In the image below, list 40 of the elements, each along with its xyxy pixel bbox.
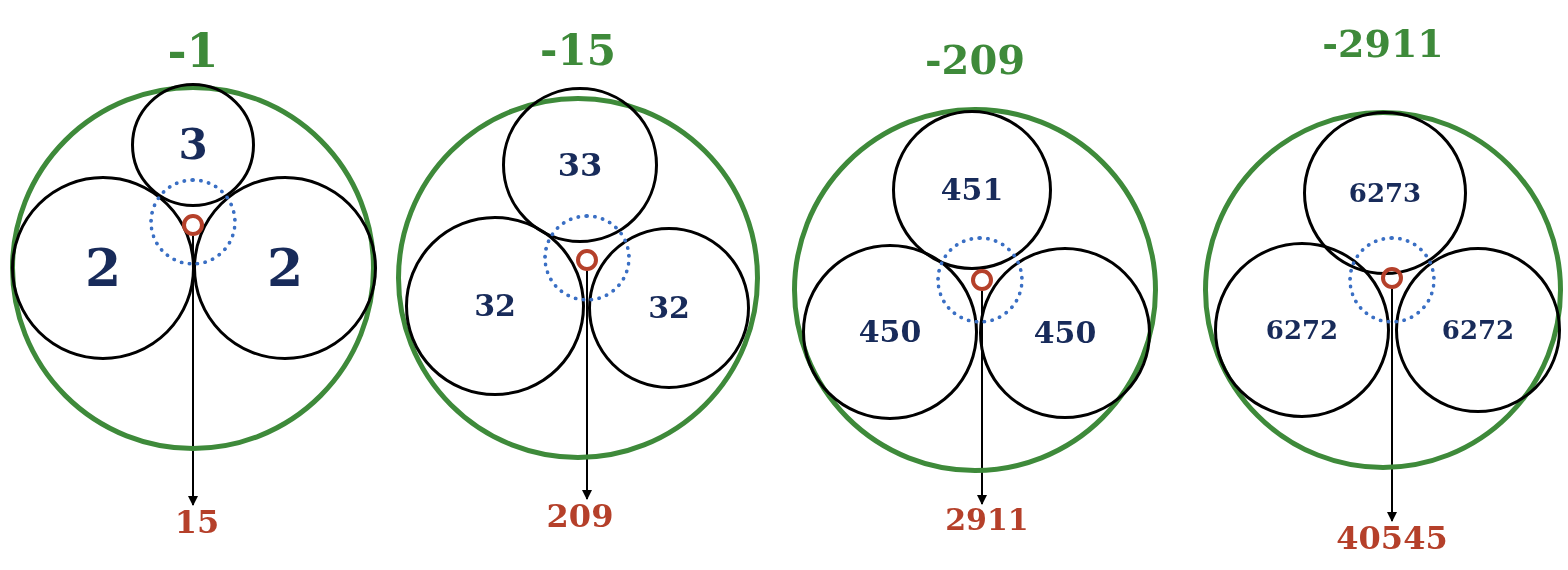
small-circle <box>576 249 598 271</box>
result-number: 15 <box>174 506 220 538</box>
circle-number: 2 <box>84 242 122 294</box>
small-circle <box>971 269 993 291</box>
result-number: 209 <box>546 500 614 532</box>
arrow <box>582 270 592 500</box>
circle-number: 3 <box>178 124 208 166</box>
circle <box>588 227 750 389</box>
circle <box>1214 242 1390 418</box>
circle <box>892 110 1052 270</box>
heading-number: -15 <box>540 30 616 72</box>
heading-number: -1 <box>167 28 219 74</box>
circle-number: 450 <box>1033 318 1097 348</box>
circle <box>802 244 978 420</box>
circle-number: 6272 <box>1265 317 1339 343</box>
arrow <box>977 290 987 505</box>
circle-number: 6272 <box>1441 317 1515 343</box>
circle-number: 2 <box>266 242 304 294</box>
arrow <box>188 235 198 506</box>
small-circle <box>182 214 204 236</box>
circle <box>131 83 255 207</box>
circle <box>1303 111 1467 275</box>
circle <box>193 176 377 360</box>
result-number: 40545 <box>1336 522 1448 554</box>
circle-number: 451 <box>940 175 1004 205</box>
heading-number: -209 <box>924 40 1026 80</box>
circle <box>1395 247 1561 413</box>
circle <box>502 87 658 243</box>
circle <box>979 247 1151 419</box>
circle <box>405 216 585 396</box>
circle-number: 450 <box>858 317 922 347</box>
circle-number: 33 <box>557 149 603 181</box>
circle-number: 32 <box>648 293 690 323</box>
arrow <box>1387 288 1397 522</box>
circle-number: 32 <box>474 291 516 321</box>
small-circle <box>1381 267 1403 289</box>
circle <box>11 176 195 360</box>
result-number: 2911 <box>945 505 1029 535</box>
heading-number: -2911 <box>1322 25 1444 63</box>
circle-number: 6273 <box>1348 180 1422 206</box>
